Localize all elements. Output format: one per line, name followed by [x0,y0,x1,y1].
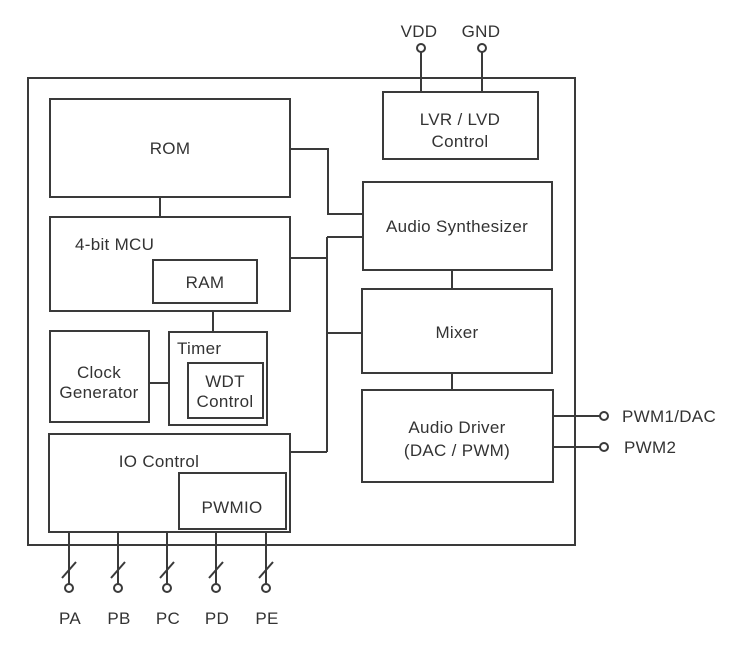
wdt-label-line2: Control [197,392,254,411]
lvr-lvd-label-line1: LVR / LVD [420,110,501,129]
pc-bus-slash [159,561,175,579]
block-clock-generator: Clock Generator [49,330,150,423]
pb-bus-slash [110,561,126,579]
gnd-pin-circle [477,43,487,53]
pb-label: PB [107,609,130,628]
block-mcu: 4-bit MCU RAM [49,216,291,312]
pd-bus-slash [208,561,224,579]
ram-label: RAM [186,273,225,292]
power-pin-gnd: GND [462,22,501,53]
mcu-label: 4-bit MCU [75,235,154,254]
audio-driver-label-line1: Audio Driver [408,418,505,437]
pa-pin-circle [64,583,74,593]
pe-bus-slash [258,561,274,579]
output-pin-pwm1: PWM1/DAC [599,407,716,426]
io-port-pd: PD [205,531,229,628]
pb-pin-circle [113,583,123,593]
pwm1-pin-circle [599,411,609,421]
block-mixer: Mixer [361,288,553,374]
vdd-pin-circle [416,43,426,53]
pwmio-box [178,472,287,530]
pe-label: PE [255,609,278,628]
block-timer: Timer WDT Control [168,331,268,426]
audio-driver-box [361,389,554,483]
lvr-lvd-box [382,91,539,160]
clock-generator-label-line1: Clock [77,363,121,382]
pa-label: PA [59,609,81,628]
pd-label: PD [205,609,229,628]
vdd-label: VDD [401,22,438,41]
wdt-label-line1: WDT [205,372,245,391]
wires [149,52,600,453]
timer-label: Timer [177,339,221,358]
io-control-label: IO Control [119,452,199,471]
audio-synthesizer-label: Audio Synthesizer [386,217,528,236]
clock-generator-label-line2: Generator [59,383,138,402]
io-port-pa: PA [59,531,81,628]
lvr-lvd-label-line2: Control [432,132,489,151]
block-rom: ROM [49,98,291,198]
audio-synthesizer-box [362,181,553,271]
io-port-pc: PC [156,531,180,628]
mixer-box [361,288,553,374]
clock-generator-box [49,330,150,423]
block-audio-driver: Audio Driver (DAC / PWM) [361,389,554,483]
output-pin-pwm2: PWM2 [599,438,676,457]
rom-label: ROM [150,139,191,158]
pwmio-label: PWMIO [202,498,263,517]
audio-driver-label-line2: (DAC / PWM) [404,441,510,460]
wire-rom-audiosynth [290,148,363,215]
ram-box [152,259,258,304]
pc-pin-circle [162,583,172,593]
wdt-box [187,362,264,419]
block-io-control: IO Control PWMIO [48,433,291,533]
pwm2-pin-circle [599,442,609,452]
pe-pin-circle [261,583,271,593]
pa-bus-slash [61,561,77,579]
mixer-label: Mixer [435,323,478,342]
io-port-pb: PB [107,531,130,628]
pc-label: PC [156,609,180,628]
block-lvr-lvd: LVR / LVD Control [382,91,539,160]
rom-box [49,98,291,198]
io-port-pe: PE [255,531,278,628]
gnd-label: GND [462,22,501,41]
pd-pin-circle [211,583,221,593]
power-pin-vdd: VDD [401,22,438,53]
pwm2-label: PWM2 [624,438,676,457]
block-audio-synthesizer: Audio Synthesizer [362,181,553,271]
pwm1-label: PWM1/DAC [622,407,716,426]
